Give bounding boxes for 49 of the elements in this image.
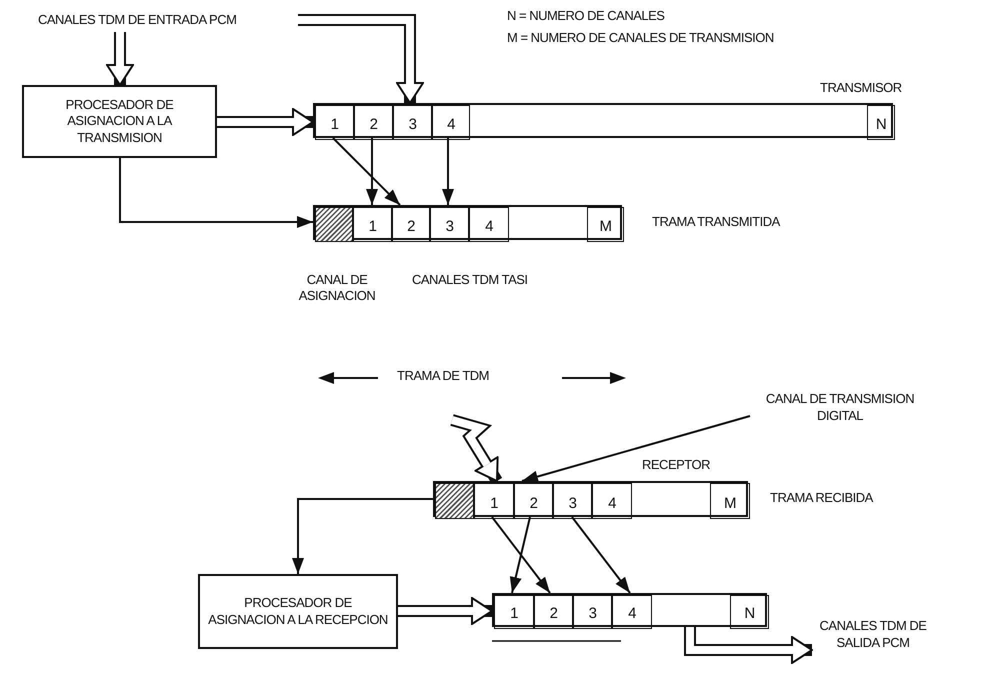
arrow — [510, 516, 531, 594]
note-text: N = NUMERO DE CANALES — [507, 8, 664, 24]
note-text: M = NUMERO DE CANALES DE TRANSMISION — [507, 30, 774, 46]
channel-slot: 1 — [494, 595, 534, 629]
arrow — [366, 138, 378, 205]
channel-slot: 2 — [354, 105, 393, 140]
channel-slot: M — [710, 483, 750, 519]
text-label: CANAL DE TRANSMISION DIGITAL — [750, 385, 930, 431]
channel-slot: 4 — [592, 483, 632, 519]
arrow — [119, 158, 313, 228]
channel-slot: 3 — [430, 207, 469, 242]
hatched-slot — [315, 207, 353, 242]
channel-slot: 1 — [315, 105, 354, 140]
channel-slot: 1 — [353, 207, 392, 242]
arrow — [571, 516, 631, 594]
arrow — [442, 138, 454, 205]
channel-slot: 4 — [469, 207, 509, 242]
hatched-slot — [435, 483, 474, 519]
channel-slot: N — [730, 595, 769, 629]
frame-label: TRANSMISOR — [820, 80, 902, 96]
channel-slot: 2 — [514, 483, 553, 519]
arrow — [491, 516, 551, 594]
frame-label: TRAMA RECIBIDA — [770, 490, 873, 506]
frame-bar — [433, 481, 748, 517]
channel-slot: N — [867, 105, 895, 140]
process-box: PROCESADOR DE ASIGNACION A LA TRANSMISION — [22, 85, 217, 158]
text-label: CANALES TDM DE SALIDA PCM — [812, 612, 934, 658]
channel-slot: 4 — [432, 105, 470, 140]
channel-slot: 2 — [392, 207, 430, 242]
part-label: CANAL DE ASIGNACION — [298, 272, 376, 304]
channel-slot: 3 — [573, 595, 612, 629]
frame-label: RECEPTOR — [642, 457, 710, 474]
frame-bar — [313, 205, 622, 240]
process-box: PROCESADOR DE ASIGNACION A LA RECEPCION — [198, 574, 398, 649]
frame-bar — [492, 593, 767, 627]
channel-slot: M — [587, 207, 624, 242]
arrow — [332, 137, 401, 206]
input-label: CANALES TDM DE ENTRADA PCM — [38, 8, 298, 32]
channel-slot: 3 — [393, 105, 432, 140]
part-label: TRAMA DE TDM — [397, 368, 489, 384]
part-label: CANALES TDM TASI — [412, 272, 528, 288]
arrow — [522, 415, 750, 482]
channel-slot: 4 — [612, 595, 652, 629]
frame-label: TRAMA TRANSMITIDA — [652, 214, 780, 230]
channel-slot: 2 — [534, 595, 573, 629]
channel-slot: 3 — [553, 483, 592, 519]
frame-bar — [313, 103, 893, 138]
channel-slot: 1 — [474, 483, 514, 519]
arrow — [292, 498, 433, 574]
